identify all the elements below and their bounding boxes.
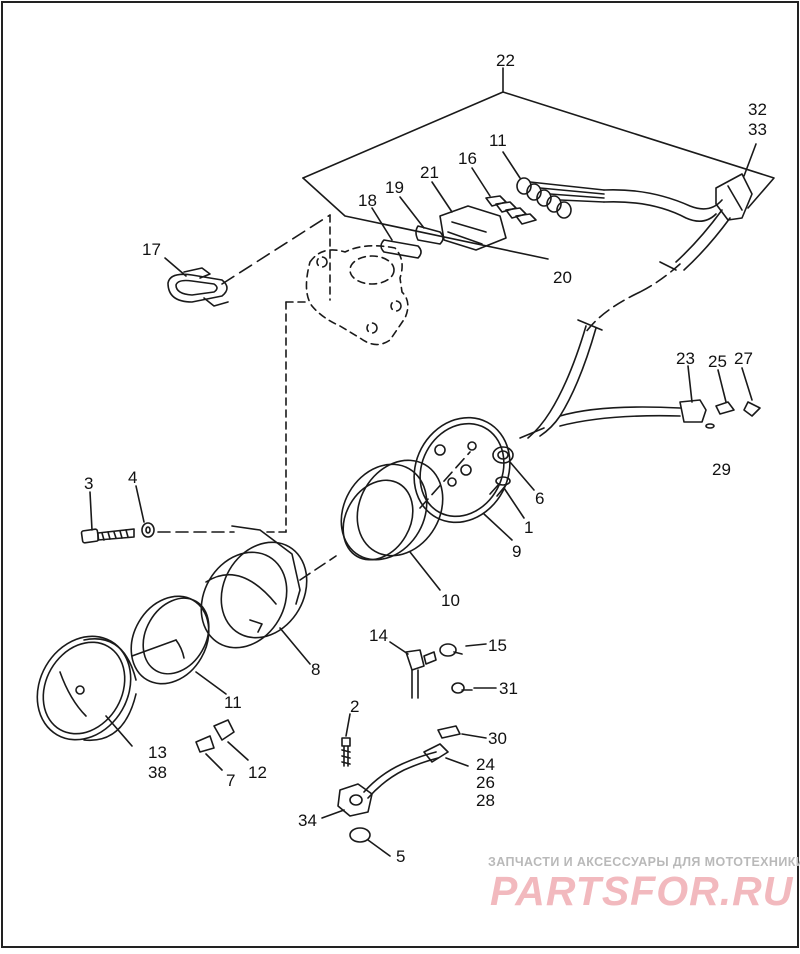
callout-10: 10 — [441, 591, 460, 610]
callout-28: 28 — [476, 791, 495, 810]
callout-27: 27 — [734, 349, 753, 368]
callout-19: 19 — [385, 178, 404, 197]
callout-23: 23 — [676, 349, 695, 368]
part-18-socket — [371, 207, 422, 259]
watermark-caption: ЗАПЧАСТИ И АКСЕССУАРЫ ДЛЯ МОТОТЕХНИКИ — [488, 855, 800, 869]
callout-8: 8 — [311, 660, 320, 679]
part-11-bulbs — [502, 151, 605, 219]
axis-9 — [419, 451, 471, 509]
callout-20: 20 — [553, 268, 572, 287]
callout-9: 9 — [512, 542, 521, 561]
part-15-cap — [439, 643, 487, 657]
callout-31: 31 — [499, 679, 518, 698]
callout-34: 34 — [298, 811, 317, 830]
callout-11-lower: 11 — [224, 693, 242, 712]
callout-13: 13 — [148, 743, 167, 762]
callout-1: 1 — [524, 518, 533, 537]
callout-26: 26 — [476, 773, 495, 792]
part-4-washer — [135, 485, 155, 538]
part-11-ring — [130, 595, 227, 695]
part-24-leader — [445, 757, 469, 767]
part-9-back-plate — [413, 416, 513, 541]
callout-17: 17 — [142, 240, 161, 259]
callout-33: 33 — [748, 120, 767, 139]
part-31-plug — [451, 682, 497, 694]
callout-4: 4 — [128, 468, 137, 487]
callout-12: 12 — [248, 763, 267, 782]
callout-30: 30 — [488, 729, 507, 748]
callout-25: 25 — [708, 352, 727, 371]
part-7-bulb — [195, 735, 223, 771]
leader-17 — [221, 214, 331, 285]
callout-6: 6 — [535, 489, 544, 508]
watermark: ЗАПЧАСТИ И АКСЕССУАРЫ ДЛЯ МОТОТЕХНИКИ PA… — [488, 855, 800, 914]
callout-18: 18 — [358, 191, 377, 210]
main-harness — [519, 143, 757, 439]
part-30-clip — [437, 725, 487, 739]
callout-29: 29 — [712, 460, 731, 479]
harness-branch-23 — [559, 365, 761, 429]
callout-5: 5 — [396, 847, 405, 866]
callout-16: 16 — [458, 149, 477, 168]
mount-bracket-outline — [261, 214, 409, 533]
part-3-bolt — [80, 491, 135, 544]
callout-15: 15 — [488, 636, 507, 655]
callout-11-upper: 11 — [489, 131, 507, 150]
callout-32: 32 — [748, 100, 767, 119]
callout-22: 22 — [496, 51, 515, 70]
callout-7: 7 — [226, 771, 235, 790]
part-16-terminals — [471, 167, 537, 225]
callout-14: 14 — [369, 626, 388, 645]
part-14-switch — [389, 641, 437, 699]
part-2-screw — [341, 713, 351, 767]
watermark-logo: PARTSFOR.RU — [490, 868, 794, 914]
part-8-housing — [200, 525, 337, 665]
callout-2: 2 — [350, 697, 359, 716]
part-13-gauge — [36, 635, 137, 747]
callout-21: 21 — [420, 163, 439, 182]
part-34-sensor — [321, 743, 449, 819]
part-19-plate — [399, 196, 444, 245]
part-5-oring — [349, 827, 391, 857]
part-17-clip — [164, 257, 229, 307]
part-10-ring — [340, 459, 444, 591]
harness-kit-box — [302, 67, 775, 260]
part-21-connector — [431, 181, 507, 251]
callout-24: 24 — [476, 755, 495, 774]
callout-38: 38 — [148, 763, 167, 782]
part-12-socket — [213, 719, 249, 761]
callout-3: 3 — [84, 474, 93, 493]
